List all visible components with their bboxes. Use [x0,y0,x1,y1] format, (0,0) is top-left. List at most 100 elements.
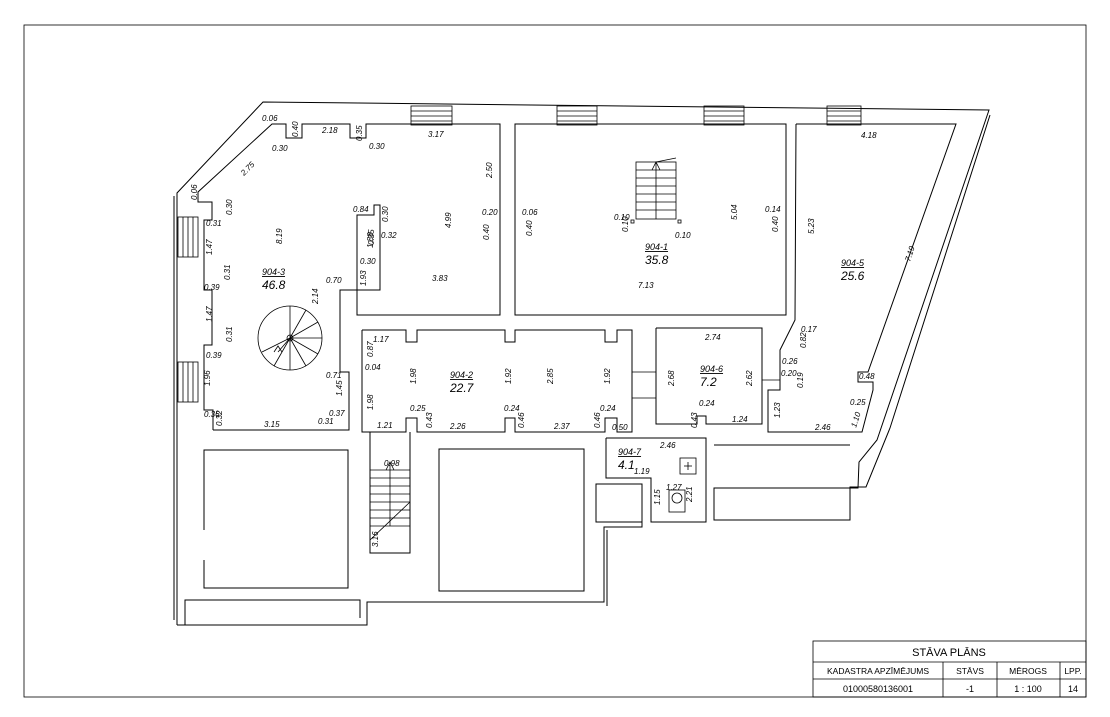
windows [177,105,862,403]
dim-label: 0.20 [781,369,797,378]
dim-label: 0.50 [612,423,628,432]
dimension-labels: 0.06 0.40 2.18 0.35 3.17 0.30 0.30 2.75 … [190,114,917,547]
dim-label: 0.36 [204,410,220,419]
room-904-3-walls [197,123,501,431]
dim-label: 2.75 [238,160,256,178]
dim-label: 1.93 [359,270,368,286]
dim-label: 0.39 [204,283,220,292]
room-904-2-walls [361,329,633,433]
dim-label: 1.23 [773,402,782,418]
dim-label: 1.98 [366,394,375,410]
dim-label: 2.46 [659,441,676,450]
dim-label: 0.24 [504,404,520,413]
dim-label: 0.25 [410,404,426,413]
dim-label: 0.24 [600,404,616,413]
dim-label: 0.98 [384,459,400,468]
dim-label: 1.47 [205,306,214,322]
dim-label: 0.06 [522,208,538,217]
dim-label: 0.40 [482,224,491,240]
dim-label: 2.50 [485,162,494,179]
dim-label: 1.27 [666,483,682,492]
dim-label: 0.31 [206,219,222,228]
dim-label: 4.18 [861,131,877,140]
dim-label: 0.10 [675,231,691,240]
dim-label: 0.20 [482,208,498,217]
dim-label: 0.40 [771,216,780,232]
dim-label: 3.17 [428,130,444,139]
dim-label: 0.43 [690,412,699,428]
dim-label: 1.45 [335,380,344,396]
dim-label: 1.88 [366,232,375,248]
dim-label: 1.98 [409,368,418,384]
dim-label: 1.92 [603,368,612,384]
dim-label: 2.18 [321,126,338,135]
dim-label: 0.35 [367,229,376,245]
lower-blocks [203,444,850,592]
title-block-title: STĀVA PLĀNS [912,647,986,659]
dim-label: 4.99 [444,212,453,228]
room-904-5-walls [767,123,957,433]
title-block-header-cadastre: KADASTRA APZĪMĒJUMS [827,666,929,676]
dim-label: 0.31 [225,326,234,342]
room-id-904-2: 904-2 [450,370,473,380]
dim-label: 0.30 [272,144,288,153]
dim-label: 2.62 [745,370,754,387]
dim-label: 0.35 [355,125,364,141]
spiral-stair [257,305,323,371]
dim-label: 3.83 [432,274,448,283]
title-block-cadastre-value: 01000580136001 [843,684,913,694]
dim-label: 0.70 [326,276,342,285]
dim-label: 0.40 [525,220,534,236]
room-area-904-7: 4.1 [618,458,635,472]
dim-label: 2.68 [667,370,676,387]
dim-label: 0.10 [621,216,630,232]
dim-label: 2.85 [546,368,555,385]
dim-label: 0.87 [366,341,375,357]
room-id-904-1: 904-1 [645,242,668,252]
room-labels: 904-3 46.8 904-1 35.8 904-5 25.6 904-2 2… [262,242,865,472]
dim-label: 0.31 [318,417,334,426]
dim-label: 2.14 [311,288,320,305]
title-block-header-scale: MĒROGS [1009,666,1047,676]
title-block-scale-value: 1 : 100 [1014,684,1042,694]
room-area-904-5: 25.6 [840,269,865,283]
dim-label: 1.21 [377,421,393,430]
room-id-904-5: 904-5 [841,258,865,268]
dim-label: 0.48 [859,372,875,381]
dim-label: 0.46 [517,412,526,428]
dim-label: 1.19 [634,467,650,476]
title-block: STĀVA PLĀNS KADASTRA APZĪMĒJUMS STĀVS MĒ… [812,640,1087,698]
dim-label: 0.17 [801,325,817,334]
dim-label: 1.47 [205,239,214,255]
dim-label: 1.15 [653,489,662,505]
dim-label: 5.23 [807,218,816,234]
dim-label: 3.15 [264,420,280,429]
room-area-904-6: 7.2 [700,375,717,389]
dim-label: 0.37 [329,409,345,418]
dim-label: 0.32 [381,231,397,240]
dim-label: 0.40 [291,121,300,137]
dim-label: 0.14 [765,205,781,214]
room-904-7-walls [605,437,707,523]
room-area-904-2: 22.7 [449,381,475,395]
dim-label: 0.31 [223,264,232,280]
room-id-904-3: 904-3 [262,267,285,277]
dim-label: 2.74 [704,333,721,342]
dim-label: 0.46 [593,412,602,428]
dim-label: 0.82 [799,332,808,348]
dim-label: 3.16 [371,531,380,547]
dim-label: 2.46 [814,423,831,432]
dim-label: 5.04 [730,204,739,220]
dim-label: 0.26 [782,357,798,366]
dim-label: 1.17 [373,335,389,344]
title-block-page-value: 14 [1068,684,1078,694]
dim-label: 0.10 [614,213,630,222]
dim-label: 0.24 [699,399,715,408]
dim-label: 0.71 [326,371,342,380]
dim-label: 0.39 [206,351,222,360]
dim-label: 2.21 [685,486,694,503]
dim-label: 7.19 [903,245,917,263]
dim-label: 0.06 [190,184,199,200]
dim-label: 0.32 [215,410,224,426]
